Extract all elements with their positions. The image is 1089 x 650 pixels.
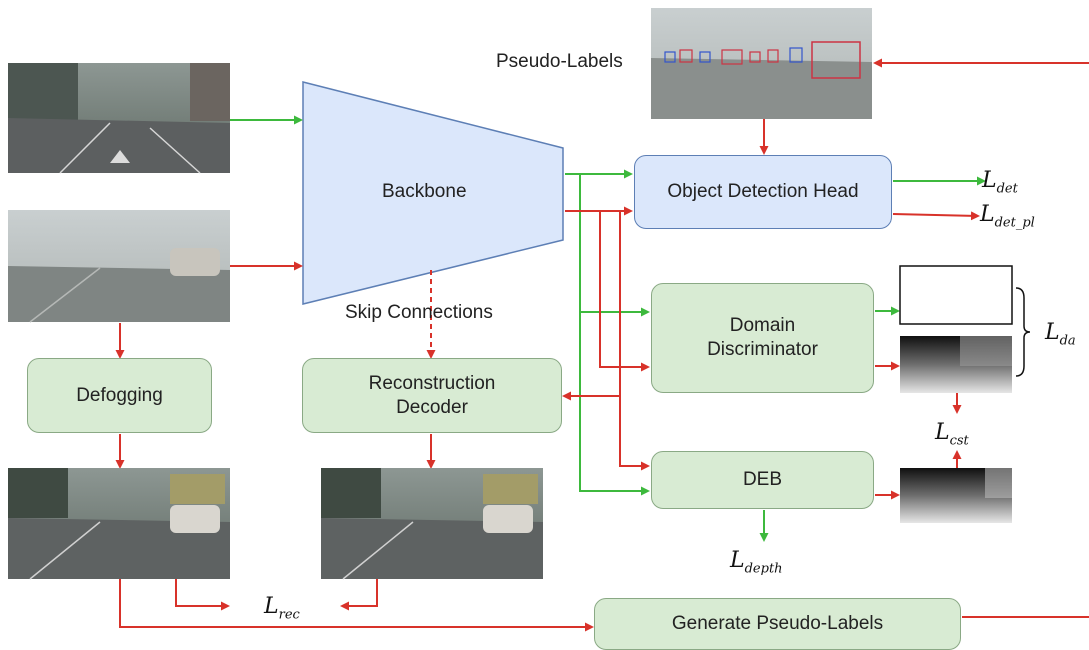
defogging: Defogging: [27, 358, 212, 433]
da-brace: [1015, 287, 1031, 377]
depth-map-estimate: [900, 336, 1012, 393]
source-to-deb-arrow: [565, 173, 650, 496]
depth-map-output: [900, 468, 1012, 523]
pseudo-labels-image: [651, 8, 872, 119]
defogged-to-generate-arrow: [119, 579, 594, 632]
loss-rec: Lrec: [264, 594, 300, 623]
loss-da: Lda: [1045, 320, 1076, 349]
defogged-image: [8, 468, 230, 580]
loss-cst: Lcst: [935, 420, 969, 449]
skip-connections-label: Skip Connections: [345, 302, 493, 323]
target-to-discriminator-arrow: [599, 211, 650, 372]
target-to-deb-arrow: [619, 211, 650, 471]
domain-discriminator: Domain Discriminator: [651, 283, 874, 393]
deb: DEB: [651, 451, 874, 509]
loss-det-pl: Ldet_pl: [980, 202, 1035, 231]
foggy-target-image: [8, 210, 230, 323]
detection-to-ldetpl-arrow: [892, 211, 980, 221]
reconstructed-image: [321, 468, 543, 580]
pseudo-labels-label: Pseudo-Labels: [496, 51, 623, 72]
reconstruction-to-lrec-arrow: [340, 579, 378, 611]
generate-pseudo-labels: Generate Pseudo-Labels: [594, 598, 961, 650]
loss-det: Ldet: [982, 168, 1018, 197]
domain-output-blank: [899, 265, 1013, 325]
source-image: [8, 63, 230, 174]
backbone-shape: [302, 81, 564, 305]
loss-depth: Ldepth: [730, 548, 783, 577]
reconstruction-decoder: Reconstruction Decoder: [302, 358, 562, 433]
backbone-label: Backbone: [382, 181, 467, 202]
defogged-to-lrec-arrow: [175, 579, 230, 611]
object-detection-head: Object Detection Head: [634, 155, 892, 229]
